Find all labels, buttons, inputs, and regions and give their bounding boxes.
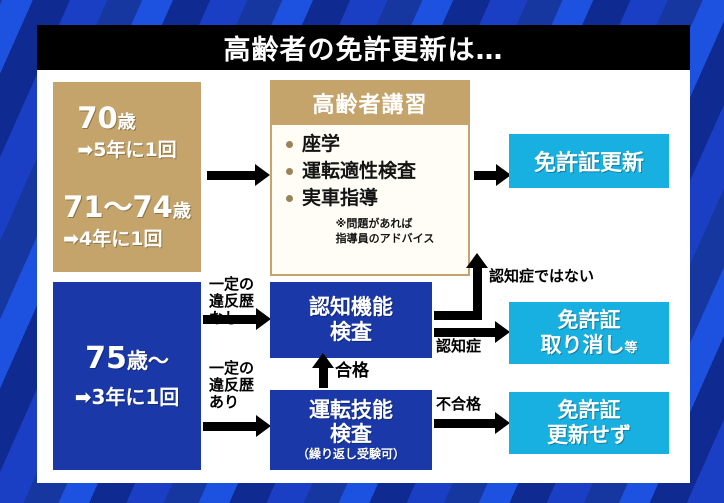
arrow-not-dementia-v [473,266,482,316]
koureisha-koushuu-card: 高齢者講習 座学 運転適性検査 実車指導 ※問題があれば 指導員のアドバイス [270,80,470,276]
page-title: 高齢者の免許更新は… [223,35,504,66]
koushuu-header: 高齢者講習 [272,82,468,125]
driving-skill-test-box: 運転技能 検査 （繰り返し受験可） [270,390,432,470]
arrow-koushuu-to-renew-shaft [474,171,504,180]
age-75-frequency: ➡3年に1回 [74,385,180,409]
arrow-pass-shaft [319,366,328,388]
koushuu-item: 運転適性検査 [286,158,468,185]
outcome-revoke-line2: 取り消し等 [540,333,638,357]
outcome-license-renewal: 免許証更新 [509,134,669,188]
age-box-70-74: 70歳 ➡5年に1回 71～74歳 ➡4年に1回 [53,82,201,272]
label-has-violation-history: 一定の 違反歴 あり [209,359,255,411]
koushuu-note-line2: 指導員のアドバイス [335,231,435,245]
cognitive-test-line1: 認知機能 [309,295,393,320]
age-70-frequency: ➡5年に1回 [77,139,177,162]
label-pass: 合格 [335,361,369,381]
age-75-value: 75歳～ [85,341,169,376]
koushuu-item-list: 座学 運転適性検査 実車指導 ※問題があれば 指導員のアドバイス [272,125,468,247]
arrow-not-dementia-h [434,311,482,320]
arrow-age70-to-koushuu-head [255,164,270,186]
arrow-age70-to-koushuu-shaft [207,171,257,180]
koushuu-note-line1: ※問題があれば [335,216,413,230]
koushuu-note: ※問題があれば 指導員のアドバイス [286,217,468,247]
arrow-hasviolation-shaft [203,422,258,431]
arrow-noviolation-head [256,308,271,330]
diagram-panel: 70歳 ➡5年に1回 71～74歳 ➡4年に1回 75歳～ ➡3年に1回 高齢者… [37,70,690,483]
age-box-75-plus: 75歳～ ➡3年に1回 [53,282,201,470]
arrow-fail-head [495,412,510,434]
outcome-revoke-line1: 免許証 [557,307,621,332]
driving-skill-sub: （繰り返し受験可） [296,447,405,462]
arrow-fail-shaft [434,419,500,428]
cognitive-function-test-box: 認知機能 検査 [270,282,432,358]
driving-skill-line2: 検査 [330,422,372,447]
koushuu-item: 座学 [286,131,468,158]
outcome-no-renewal: 免許証 更新せず [509,392,669,454]
arrow-koushuu-to-renew-head [496,164,511,186]
driving-skill-line1: 運転技能 [309,397,393,422]
koushuu-item: 実車指導 [286,185,468,212]
label-dementia: 認知症 [436,337,482,355]
age-row-70: 70歳 ➡5年に1回 [77,103,176,162]
outcome-no-renew-line2: 更新せず [547,423,631,447]
label-not-dementia: 認知症ではない [489,267,595,285]
age-row-71-74: 71～74歳 ➡4年に1回 [63,192,191,251]
age-70-value: 70歳 [77,100,136,135]
label-fail: 不合格 [436,395,482,413]
arrow-not-dementia-head [466,253,488,268]
age-71-74-frequency: ➡4年に1回 [63,228,163,251]
outcome-no-renew-line1: 免許証 [557,397,621,422]
outcome-license-renewal-label: 免許証更新 [533,151,644,176]
arrow-pass-head [312,353,334,368]
title-bar: 高齢者の免許更新は… [37,25,690,70]
outcome-license-revocation: 免許証 取り消し等 [509,302,669,364]
arrow-noviolation-shaft [203,315,258,324]
age-71-74-value: 71～74歳 [63,189,191,224]
arrow-dementia-head [495,321,510,343]
arrow-hasviolation-head [256,415,271,437]
arrow-dementia-shaft [434,328,500,337]
cognitive-test-line2: 検査 [330,320,372,344]
